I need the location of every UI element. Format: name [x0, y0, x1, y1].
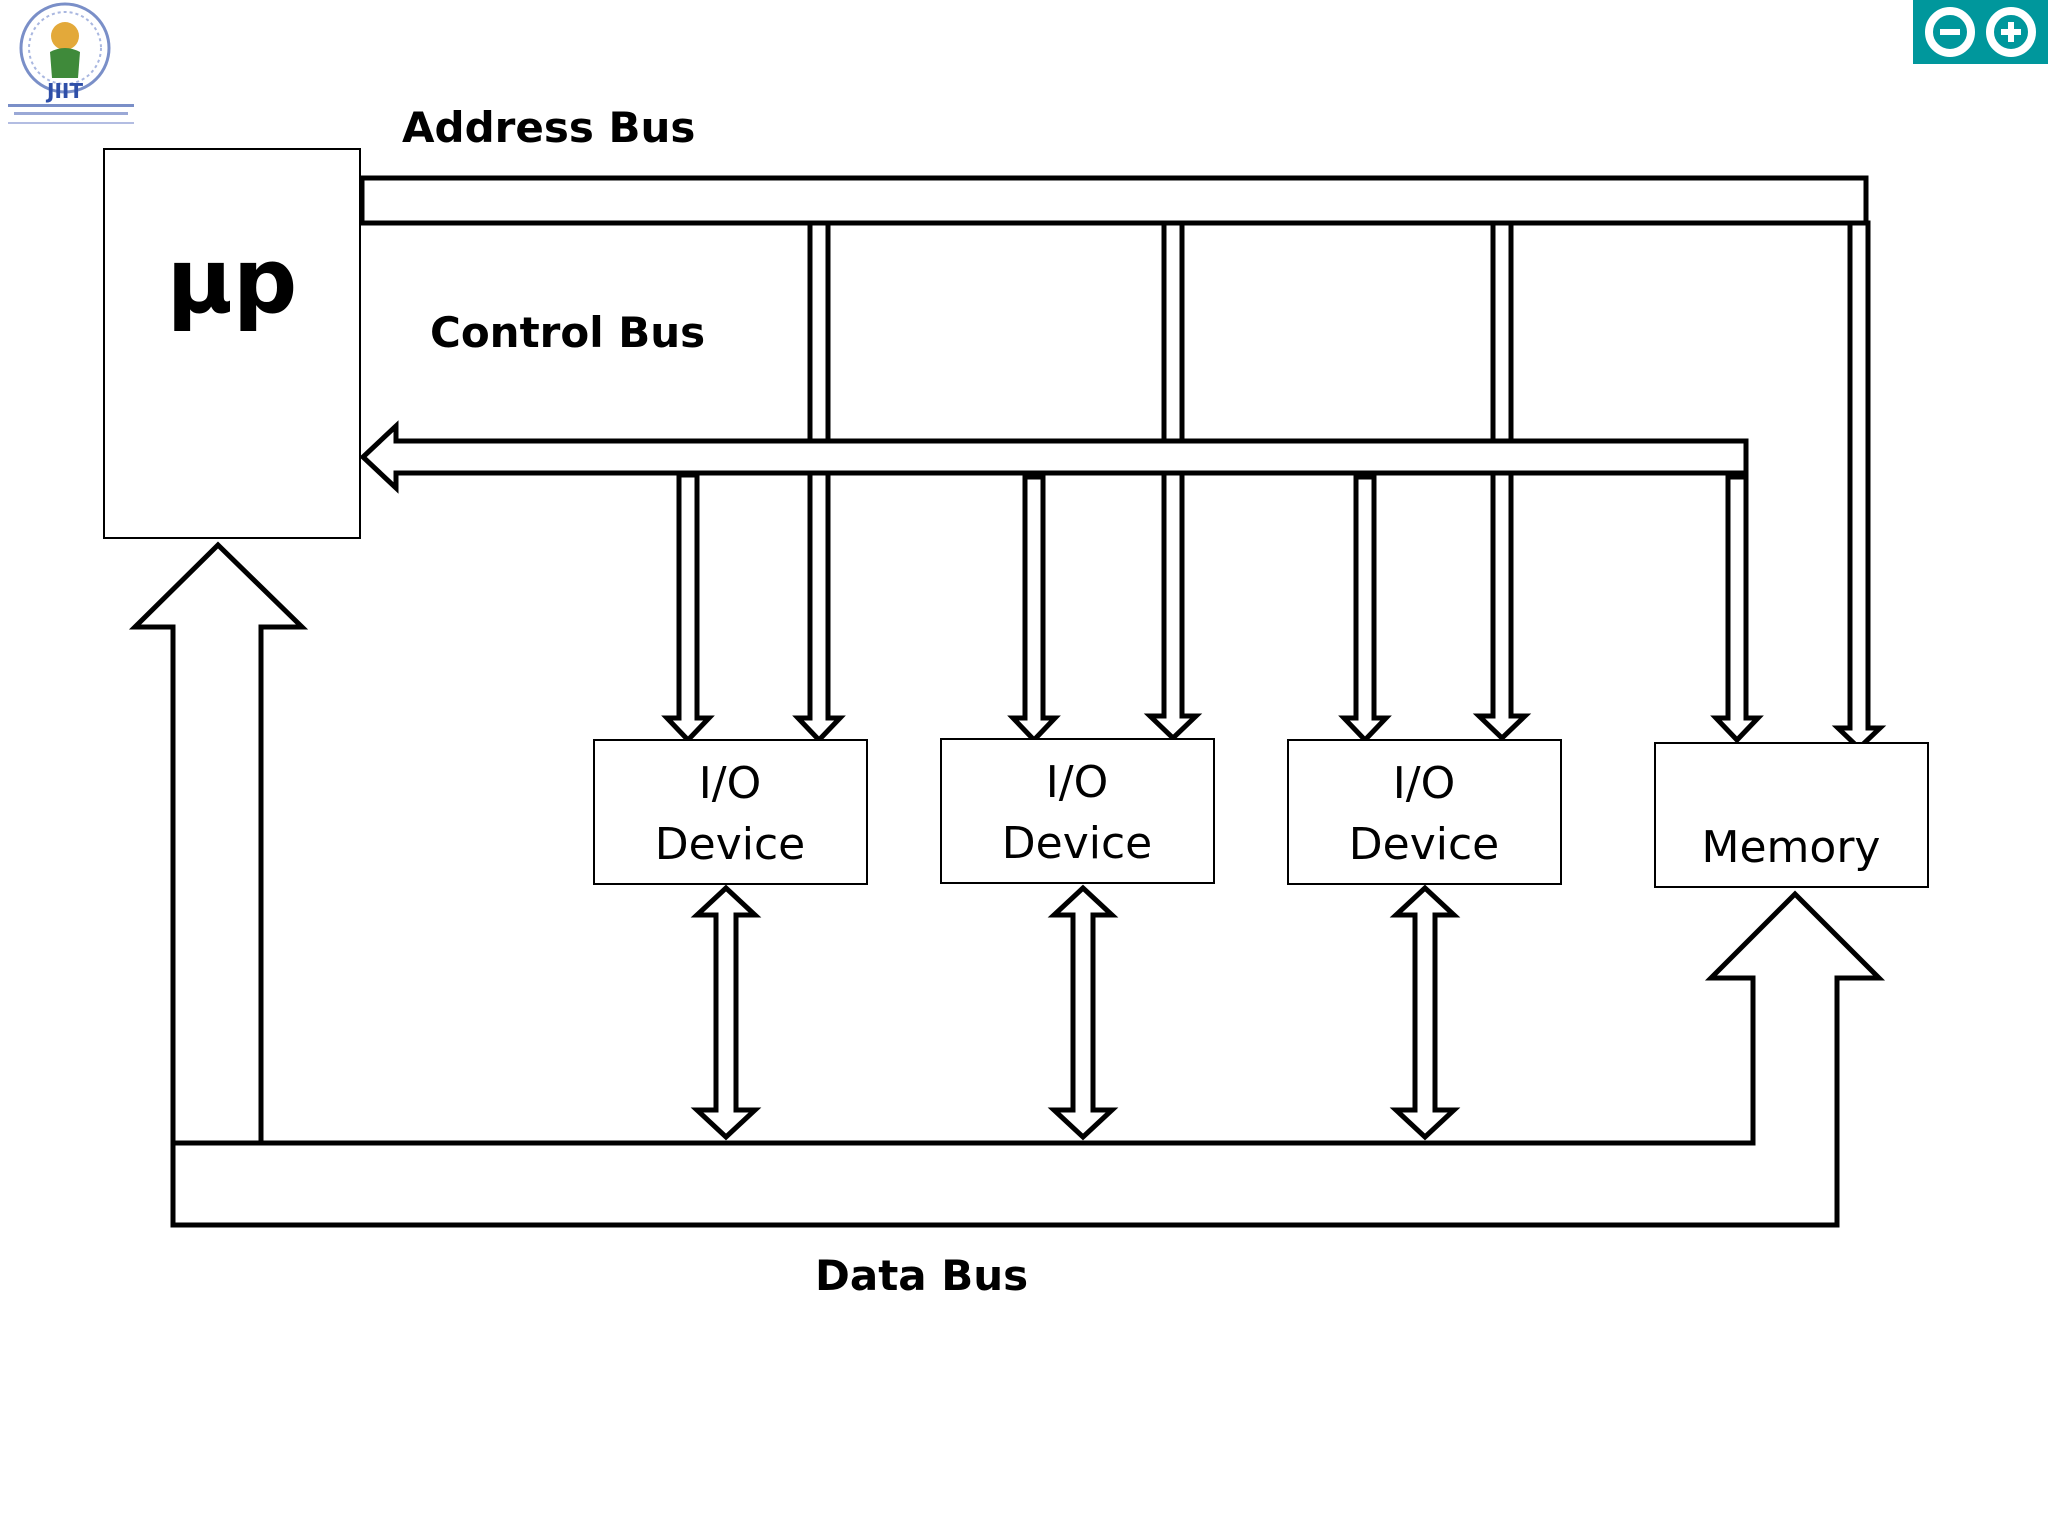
control-bus [359, 420, 1749, 494]
io-device-1-line2: Device [655, 819, 805, 870]
address-drop-arrow-1 [792, 220, 846, 744]
io-device-3: I/O Device [1287, 739, 1562, 885]
minus-icon [1940, 29, 1960, 35]
control-drop-arrow-3 [1338, 474, 1392, 744]
io-device-1: I/O Device [593, 739, 868, 885]
io-device-2: I/O Device [940, 738, 1215, 884]
memory-block: Memory [1654, 742, 1929, 888]
address-drop-arrow-4 [1831, 220, 1887, 752]
institute-logo: JIIT [8, 2, 134, 124]
control-drop-arrow-1 [661, 472, 715, 744]
io-device-2-line1: I/O [1046, 757, 1108, 808]
io-device-3-line2: Device [1349, 819, 1499, 870]
address-drop-arrow-2 [1143, 220, 1203, 742]
institute-logo-text: JIIT [45, 79, 83, 103]
io-data-arrow-2 [1047, 884, 1119, 1141]
control-drop-arrow-4 [1710, 474, 1764, 744]
processor-label: µp [167, 229, 298, 334]
io-device-2-line2: Device [1002, 818, 1152, 869]
io-device-1-line1: I/O [699, 758, 761, 809]
io-data-arrow-3 [1389, 884, 1461, 1141]
address-bus-label: Address Bus [402, 103, 695, 152]
data-bus [128, 541, 1886, 1228]
address-bus [359, 175, 1869, 226]
io-device-3-line1: I/O [1393, 758, 1455, 809]
memory-label: Memory [1702, 822, 1881, 873]
arduino-logo-background [1913, 0, 2048, 64]
control-drop-arrow-2 [1007, 474, 1061, 744]
processor-box [103, 148, 361, 539]
data-bus-label: Data Bus [815, 1251, 1028, 1300]
arduino-logo [1913, 0, 2048, 64]
io-data-arrow-1 [690, 884, 762, 1141]
control-bus-label: Control Bus [430, 308, 705, 357]
address-drop-arrow-3 [1472, 220, 1532, 742]
